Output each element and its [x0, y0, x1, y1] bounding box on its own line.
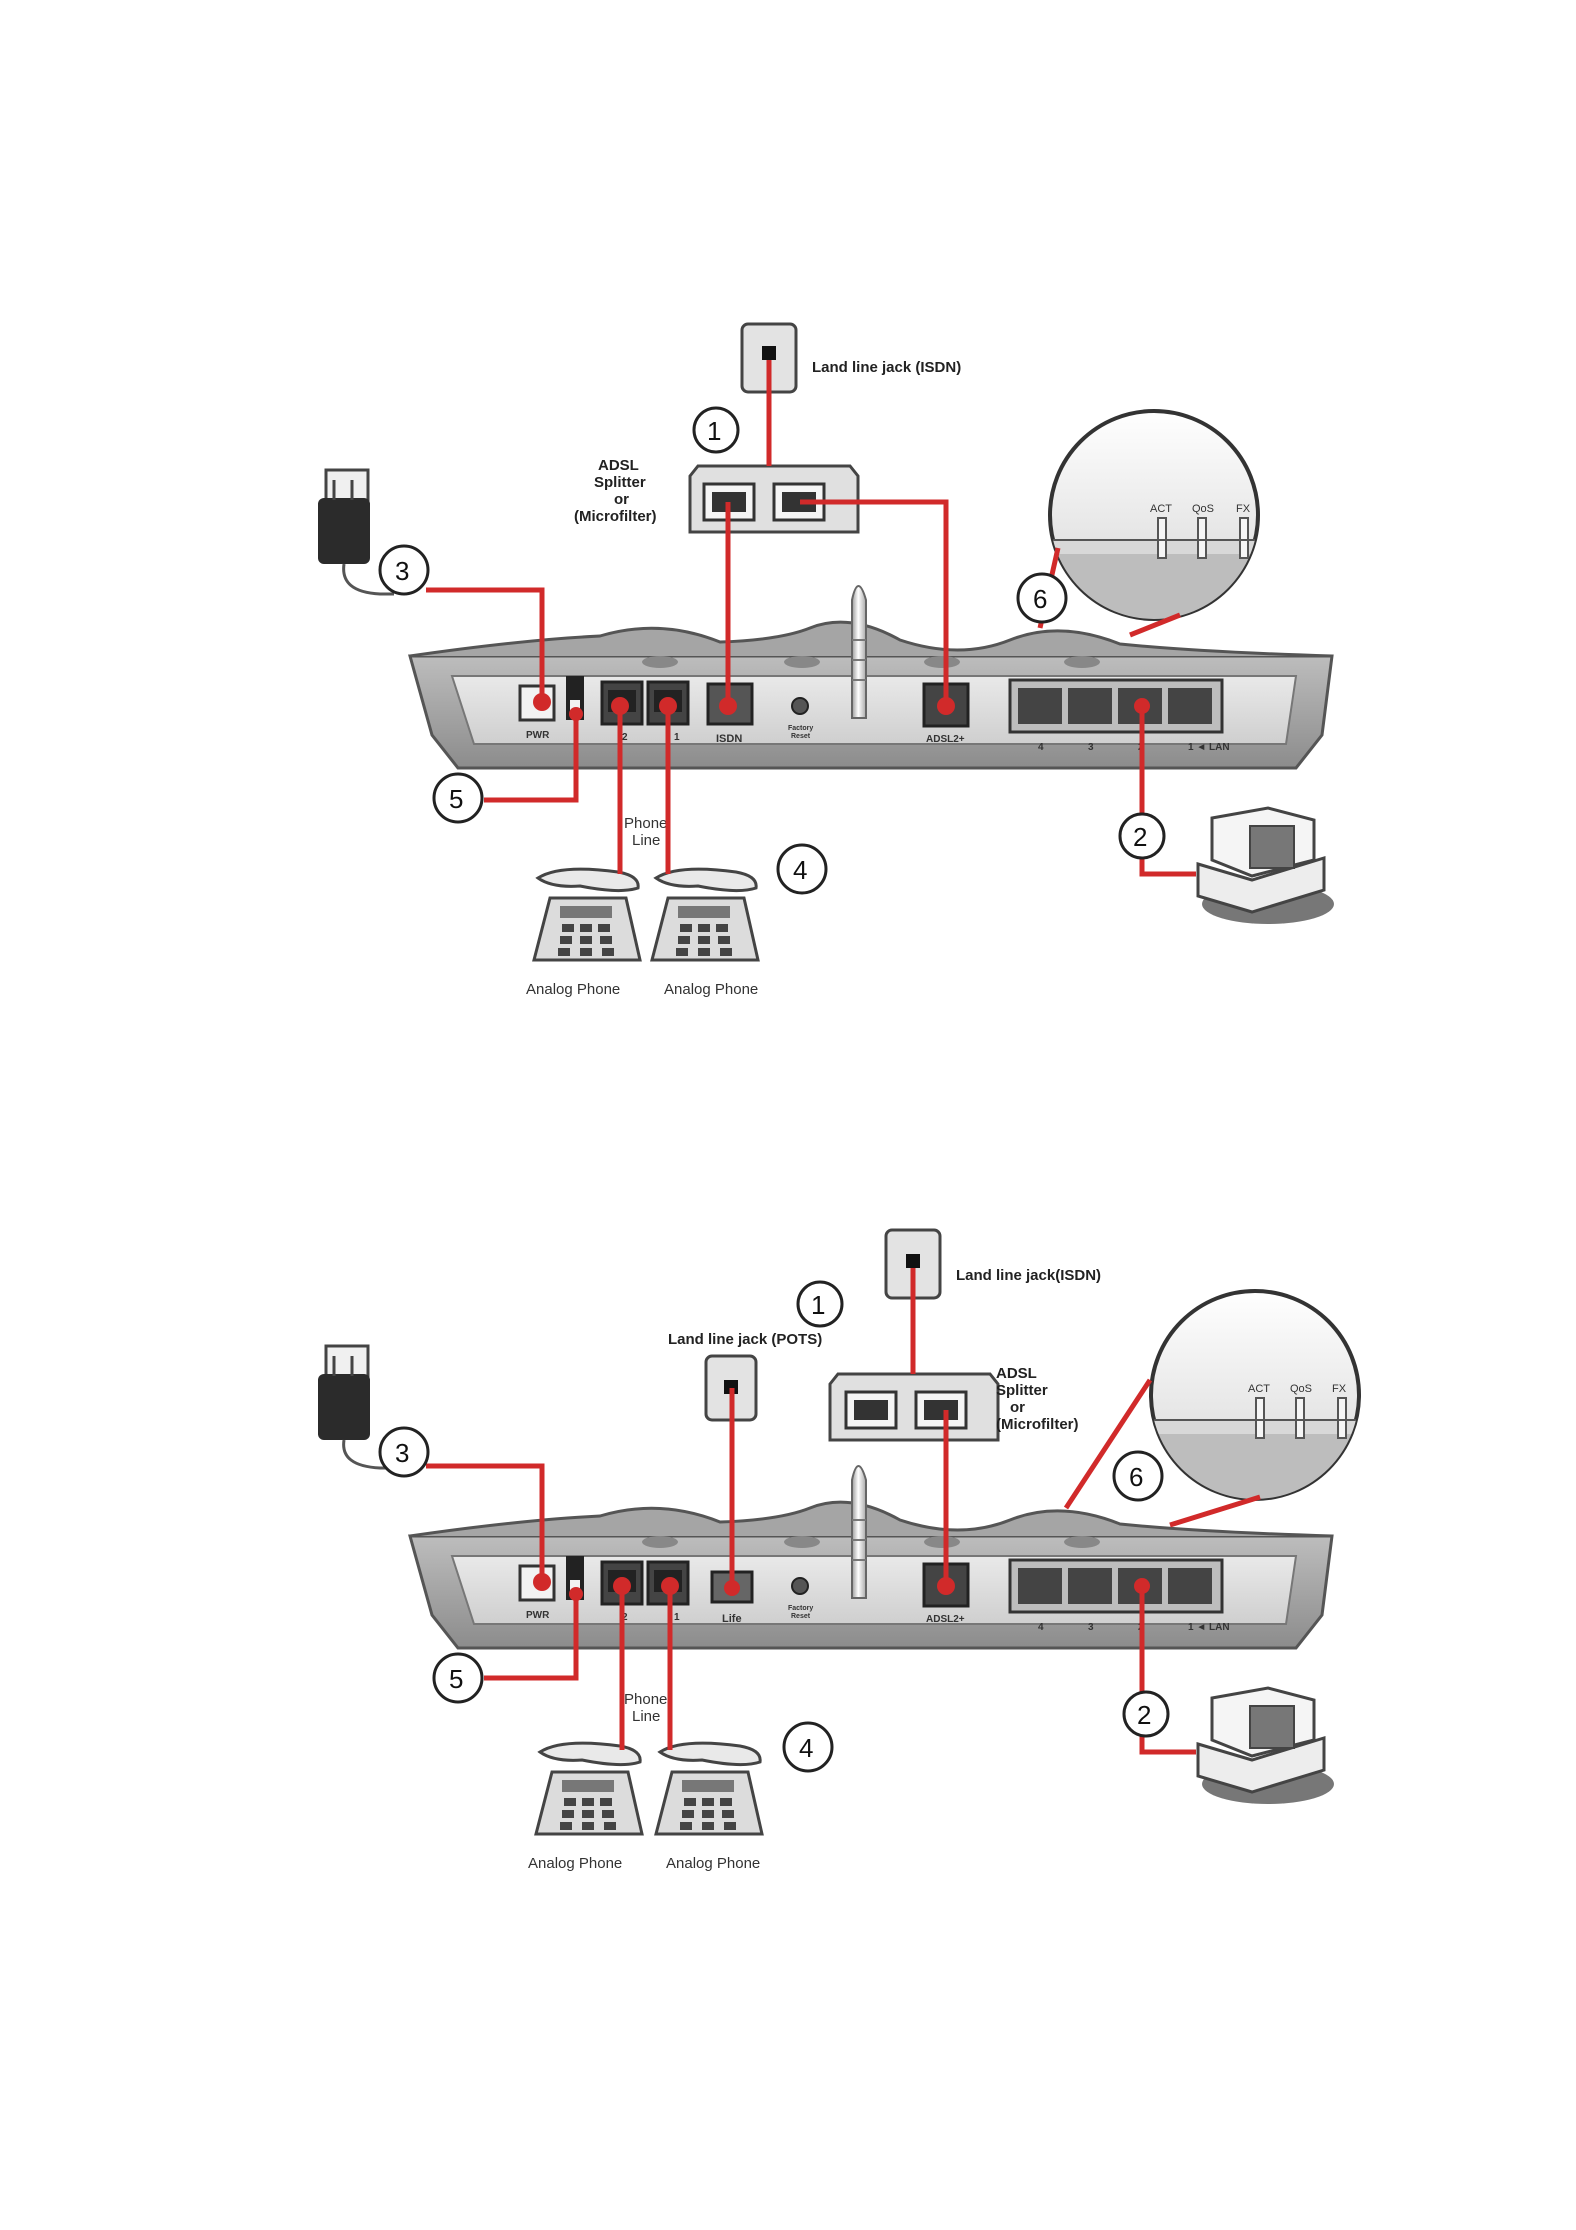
- land-line-isdn-label: Land line jack (ISDN): [812, 359, 961, 376]
- svg-text:2: 2: [1137, 1700, 1151, 1730]
- phone-port-2-label: 2: [622, 1612, 628, 1623]
- callout-4: 4: [782, 1721, 834, 1773]
- led-fx-label: FX: [1332, 1383, 1347, 1395]
- svg-text:1: 1: [707, 416, 721, 446]
- phone-label-1: Analog Phone: [526, 981, 620, 998]
- svg-text:3: 3: [395, 556, 409, 586]
- callout-4: 4: [776, 843, 828, 895]
- adsl-port-label: ADSL2+: [926, 1614, 965, 1625]
- isdn-port-label: ISDN: [716, 733, 742, 745]
- callout-6: 6: [1016, 572, 1068, 624]
- adsl-port-label: ADSL2+: [926, 734, 965, 745]
- factory-reset-button[interactable]: [791, 1577, 809, 1595]
- antenna-icon: [851, 585, 867, 719]
- splitter-label-3: or: [1010, 1399, 1025, 1416]
- diagram-isdn: PWR 2 1 ISDN Factory Reset ADSL2+ 4 3 2 …: [318, 322, 1334, 998]
- lan-label-3: 3: [1088, 1622, 1094, 1633]
- led-zoom-circle: ACT QoS FX: [1063, 1289, 1361, 1528]
- splitter-label-1: ADSL: [996, 1365, 1037, 1382]
- splitter-label-2: Splitter: [594, 474, 646, 491]
- splitter-label-1: ADSL: [598, 457, 639, 474]
- lan-label-4: 4: [1038, 742, 1044, 753]
- vent-icon: [642, 1536, 1100, 1548]
- led-fx-label: FX: [1236, 503, 1251, 515]
- lan-port-4[interactable]: [1018, 688, 1062, 724]
- analog-phone-1: [532, 867, 642, 962]
- computer-icon: [1196, 1686, 1334, 1804]
- led-qos-label: QoS: [1290, 1383, 1312, 1395]
- phone-port-1-label: 1: [674, 1612, 680, 1623]
- life-port-label: Life: [722, 1613, 742, 1625]
- led-qos-label: QoS: [1192, 503, 1214, 515]
- splitter-label-4: (Microfilter): [574, 508, 657, 525]
- diagram-pots: PWR 2 1 Life Factory Reset ADSL2+ 4 3 2 …: [318, 1228, 1361, 1872]
- phone-port-2-label: 2: [622, 732, 628, 743]
- lan-label-4: 4: [1038, 1622, 1044, 1633]
- svg-text:5: 5: [449, 784, 463, 814]
- power-port-label: PWR: [526, 730, 550, 741]
- land-line-pots-label: Land line jack (POTS): [668, 1331, 822, 1348]
- land-line-isdn-label: Land line jack(ISDN): [956, 1267, 1101, 1284]
- phone-label-2: Analog Phone: [664, 981, 758, 998]
- lan-label-3: 3: [1088, 742, 1094, 753]
- lan-label-1: 1 ◄ LAN: [1188, 742, 1230, 753]
- phone-line-label-2: Line: [632, 1708, 660, 1725]
- lan-label-1: 1 ◄ LAN: [1188, 1622, 1230, 1633]
- led-act-label: ACT: [1248, 1383, 1270, 1395]
- factory-reset-button[interactable]: [791, 697, 809, 715]
- lan-port-4[interactable]: [1018, 1568, 1062, 1604]
- callout-5: 5: [432, 772, 484, 824]
- callout-2: 2: [1122, 1690, 1170, 1738]
- svg-text:6: 6: [1033, 584, 1047, 614]
- svg-text:4: 4: [793, 855, 807, 885]
- power-port-label: PWR: [526, 1610, 550, 1621]
- led-zoom-circle: ACT QoS FX: [1037, 409, 1260, 638]
- callout-1: 1: [796, 1280, 844, 1328]
- lan-port-1[interactable]: [1168, 688, 1212, 724]
- lan-ports: [1008, 678, 1224, 734]
- svg-text:3: 3: [395, 1438, 409, 1468]
- led-act-label: ACT: [1150, 503, 1172, 515]
- splitter-label-4: (Microfilter): [996, 1416, 1079, 1433]
- lan-port-3[interactable]: [1068, 688, 1112, 724]
- lan-ports: [1008, 1558, 1224, 1614]
- svg-text:2: 2: [1133, 822, 1147, 852]
- splitter-label-2: Splitter: [996, 1382, 1048, 1399]
- factory-reset-label-2: Reset: [791, 733, 811, 740]
- factory-reset-label: Factory: [788, 725, 813, 732]
- callout-2: 2: [1118, 812, 1166, 860]
- callout-1: 1: [692, 406, 740, 454]
- svg-text:5: 5: [449, 1664, 463, 1694]
- phone-label-1: Analog Phone: [528, 1855, 622, 1872]
- factory-reset-label: Factory: [788, 1605, 813, 1612]
- splitter-label-3: or: [614, 491, 629, 508]
- vent-icon: [642, 656, 1100, 668]
- callout-6: 6: [1112, 1450, 1164, 1502]
- phone-label-2: Analog Phone: [666, 1855, 760, 1872]
- svg-text:1: 1: [811, 1290, 825, 1320]
- phone-line-label-1: Phone: [624, 1691, 667, 1708]
- analog-phone-1: [534, 1741, 644, 1836]
- phone-line-label-1: Phone: [624, 815, 667, 832]
- analog-phone-2: [650, 867, 760, 962]
- power-adapter-icon: [318, 468, 394, 596]
- callout-5: 5: [432, 1652, 484, 1704]
- phone-port-1-label: 1: [674, 732, 680, 743]
- callout-3: 3: [378, 544, 430, 596]
- cables: [426, 1268, 1196, 1755]
- computer-icon: [1196, 806, 1334, 924]
- factory-reset-label-2: Reset: [791, 1613, 811, 1620]
- router-top-wave: [409, 620, 1333, 658]
- power-adapter-icon: [318, 1344, 394, 1470]
- antenna-icon: [851, 1465, 867, 1599]
- callout-3: 3: [378, 1426, 430, 1478]
- svg-text:4: 4: [799, 1733, 813, 1763]
- lan-port-3[interactable]: [1068, 1568, 1112, 1604]
- lan-port-1[interactable]: [1168, 1568, 1212, 1604]
- svg-text:6: 6: [1129, 1462, 1143, 1492]
- cables: [426, 360, 1196, 877]
- analog-phone-2: [654, 1741, 764, 1836]
- phone-line-label-2: Line: [632, 832, 660, 849]
